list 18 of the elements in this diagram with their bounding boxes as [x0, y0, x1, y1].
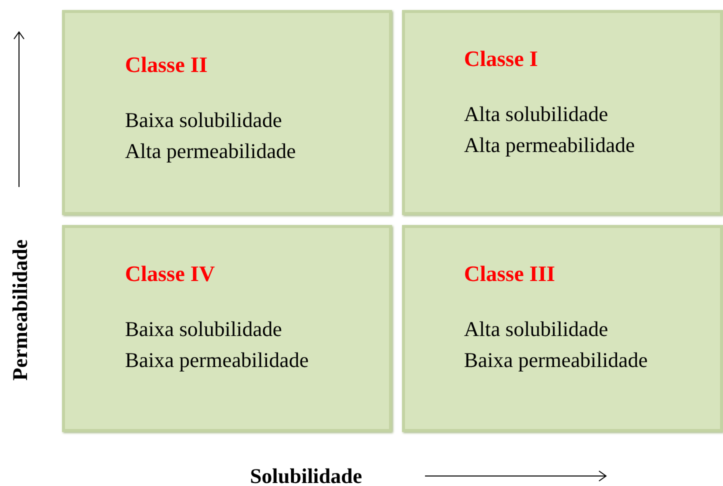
property-text: Baixa solubilidade	[125, 316, 283, 343]
property-text: Baixa solubilidade	[125, 107, 283, 134]
property-text: Alta permeabilidade	[464, 132, 635, 159]
property-text: Baixa permeabilidade	[125, 347, 309, 374]
class-quadrant	[62, 10, 392, 215]
property-text: Baixa permeabilidade	[464, 347, 648, 374]
class-title: Classe IV	[125, 260, 216, 288]
class-quadrant	[402, 225, 723, 432]
class-quadrant	[62, 225, 392, 432]
class-title: Classe I	[464, 45, 539, 73]
class-title: Classe III	[464, 260, 556, 288]
property-text: Alta permeabilidade	[125, 138, 296, 165]
class-title: Classe II	[125, 51, 209, 79]
axis-label: Solubilidade	[250, 464, 362, 486]
class-quadrant	[402, 10, 723, 215]
property-text: Alta solubilidade	[464, 101, 610, 128]
property-text: Alta solubilidade	[464, 316, 610, 343]
axis-label: Permeabilidade	[8, 239, 32, 381]
